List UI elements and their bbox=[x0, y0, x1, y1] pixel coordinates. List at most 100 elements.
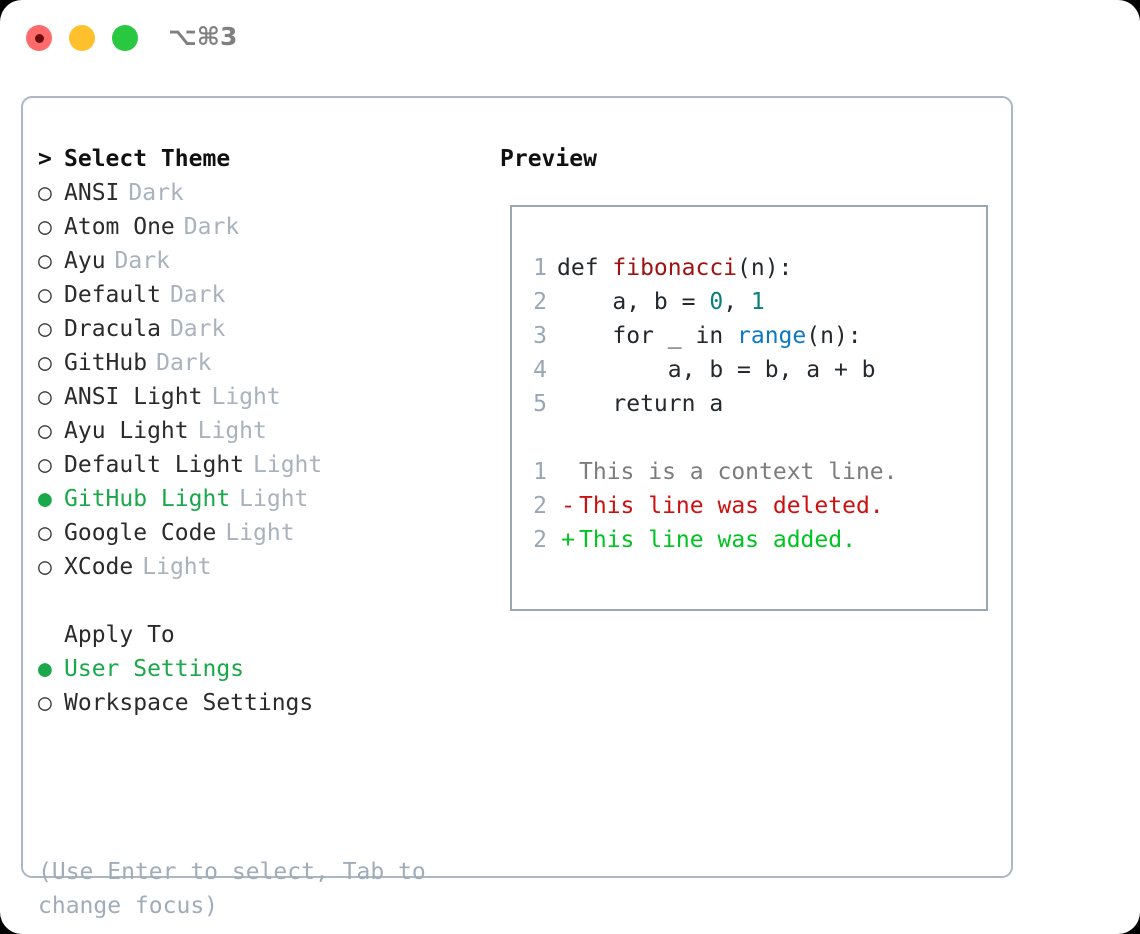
keyboard-hint-text: (Use Enter to select, Tab to change focu… bbox=[38, 859, 440, 919]
code-line-text: a, b = 0, 1 bbox=[557, 285, 765, 319]
theme-name-label: Ayu bbox=[64, 248, 106, 274]
theme-name-label: ANSI bbox=[64, 180, 120, 206]
close-window-icon[interactable] bbox=[26, 25, 52, 51]
radio-unselected-icon[interactable]: ○ bbox=[38, 418, 52, 444]
code-token-plain: for _ in bbox=[557, 323, 738, 349]
code-line-text: return a bbox=[557, 387, 723, 421]
theme-list-item[interactable]: ○ Google Code Light bbox=[38, 516, 508, 550]
theme-category-label: Light bbox=[253, 452, 323, 478]
code-line-number: 1 bbox=[533, 255, 547, 281]
code-token-plain: (n): bbox=[806, 323, 862, 349]
apply-to-marker-placeholder bbox=[38, 618, 64, 652]
radio-unselected-icon[interactable]: ○ bbox=[38, 282, 52, 308]
apply-to-label: Workspace Settings bbox=[64, 690, 314, 716]
apply-to-list: ● User Settings ○ Workspace Settings bbox=[38, 652, 508, 720]
minimize-window-icon[interactable] bbox=[69, 25, 95, 51]
diff-sign bbox=[557, 455, 579, 489]
theme-list-item[interactable]: ○ Ayu Light Light bbox=[38, 414, 508, 448]
diff-sign: - bbox=[561, 493, 575, 519]
theme-list-item[interactable]: ○ Ayu Dark bbox=[38, 244, 508, 278]
diff-line: 2-This line was deleted. bbox=[523, 489, 980, 523]
radio-unselected-icon[interactable]: ○ bbox=[38, 180, 52, 206]
code-token-num: 1 bbox=[750, 289, 765, 315]
theme-category-label: Dark bbox=[114, 248, 170, 274]
code-token-plain: , bbox=[723, 289, 751, 315]
radio-selected-icon[interactable]: ● bbox=[38, 486, 52, 512]
code-line-number: 3 bbox=[533, 323, 547, 349]
code-line: 1 def fibonacci(n): bbox=[523, 251, 980, 285]
theme-name-label: Google Code bbox=[64, 520, 217, 546]
diff-line-number: 1 bbox=[533, 459, 547, 485]
radio-unselected-icon[interactable]: ○ bbox=[38, 452, 52, 478]
theme-name-label: Default bbox=[64, 282, 161, 308]
code-line: 3 for _ in range(n): bbox=[523, 319, 980, 353]
radio-unselected-icon[interactable]: ○ bbox=[38, 214, 52, 240]
theme-list-item[interactable]: ○ ANSI Dark bbox=[38, 176, 508, 210]
theme-name-label: Atom One bbox=[64, 214, 175, 240]
theme-list-item[interactable]: ● GitHub Light Light bbox=[38, 482, 508, 516]
theme-category-label: Light bbox=[197, 418, 267, 444]
radio-unselected-icon[interactable]: ○ bbox=[38, 520, 52, 546]
apply-to-title: Apply To bbox=[64, 622, 175, 648]
theme-picker-title: Select Theme bbox=[64, 146, 231, 172]
theme-name-label: Default Light bbox=[64, 452, 245, 478]
theme-category-label: Light bbox=[225, 520, 295, 546]
apply-to-label: User Settings bbox=[64, 656, 245, 682]
theme-category-label: Dark bbox=[156, 350, 212, 376]
code-token-plain: def bbox=[557, 255, 613, 281]
theme-name-label: XCode bbox=[64, 554, 134, 580]
diff-line-number: 2 bbox=[533, 527, 547, 553]
radio-selected-icon[interactable]: ● bbox=[38, 656, 52, 682]
code-token-call: range bbox=[737, 323, 807, 349]
selection-arrow-icon: > bbox=[38, 146, 52, 172]
radio-unselected-icon[interactable]: ○ bbox=[38, 384, 52, 410]
code-line-text: for _ in range(n): bbox=[557, 319, 862, 353]
theme-category-label: Dark bbox=[169, 316, 226, 342]
traffic-lights bbox=[26, 25, 138, 51]
preview-column: Preview bbox=[500, 142, 1000, 198]
title-bar: ⌥⌘3 bbox=[0, 0, 1140, 78]
diff-line-text: This line was added. bbox=[579, 527, 856, 553]
code-line: 4 a, b = b, a + b bbox=[523, 353, 980, 387]
theme-name-label: GitHub Light bbox=[64, 486, 231, 512]
theme-list-item[interactable]: ○ Default Light Light bbox=[38, 448, 508, 482]
code-token-plain: return a bbox=[557, 391, 724, 417]
code-line-text: def fibonacci(n): bbox=[557, 251, 792, 285]
radio-unselected-icon[interactable]: ○ bbox=[38, 690, 52, 716]
theme-category-label: Light bbox=[142, 554, 212, 580]
code-token-plain: a, b = bbox=[557, 289, 710, 315]
theme-category-label: Dark bbox=[128, 180, 184, 206]
apply-to-item[interactable]: ● User Settings bbox=[38, 652, 508, 686]
theme-list-item[interactable]: ○ XCode Light bbox=[38, 550, 508, 584]
diff-line-text: This is a context line. bbox=[579, 459, 898, 485]
apply-to-item[interactable]: ○ Workspace Settings bbox=[38, 686, 508, 720]
diff-line: 1 This is a context line. bbox=[523, 455, 980, 489]
code-token-plain: (n): bbox=[737, 255, 793, 281]
code-line: 2 a, b = 0, 1 bbox=[523, 285, 980, 319]
code-line: 5 return a bbox=[523, 387, 980, 421]
code-token-num: 0 bbox=[709, 289, 724, 315]
radio-unselected-icon[interactable]: ○ bbox=[38, 316, 52, 342]
keyboard-shortcut-label: ⌥⌘3 bbox=[168, 22, 238, 51]
diff-line: 2 +This line was added. bbox=[523, 523, 980, 557]
radio-unselected-icon[interactable]: ○ bbox=[38, 248, 52, 274]
theme-category-label: Light bbox=[211, 384, 281, 410]
maximize-window-icon[interactable] bbox=[112, 25, 138, 51]
diff-sample: 1 This is a context line.2-This line was… bbox=[523, 455, 980, 557]
diff-sign: + bbox=[561, 527, 575, 553]
radio-unselected-icon[interactable]: ○ bbox=[38, 554, 52, 580]
radio-unselected-icon[interactable]: ○ bbox=[38, 350, 52, 376]
theme-category-label: Light bbox=[239, 486, 309, 512]
theme-name-label: Ayu Light bbox=[64, 418, 189, 444]
code-token-plain: a, b = b, a + b bbox=[557, 357, 876, 383]
